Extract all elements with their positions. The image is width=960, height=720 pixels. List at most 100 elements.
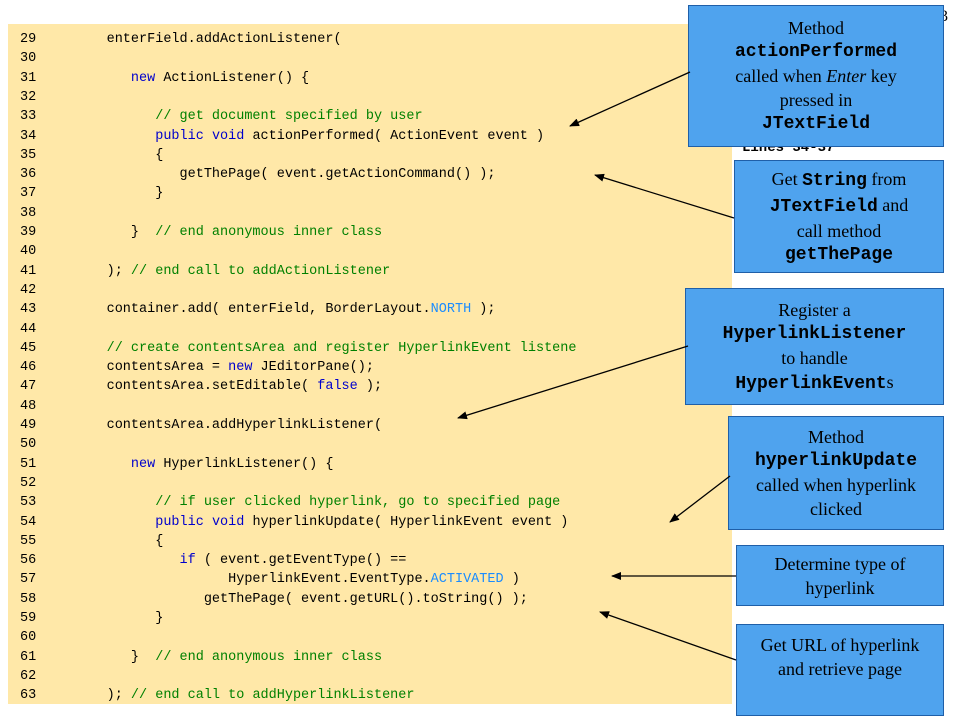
code-text [58,341,107,356]
line-number: 62 [20,668,37,684]
code-text: HyperlinkListener() { [155,456,334,472]
callout-text: JTextField and [769,194,909,217]
code-text: } [58,611,164,626]
code-text: getThePage( event.getURL().toString() ); [58,591,528,607]
callout-text: Method [788,18,844,38]
code-line: 62 [8,667,58,686]
line-number: 40 [20,244,37,260]
code-line: 30 [8,49,58,68]
code-text: { [58,533,164,549]
code-text: } [58,186,164,202]
code-line: 33 // get document specified by user [8,107,423,126]
line-number: 41 [20,263,37,279]
code-keyword: public [155,128,204,144]
code-line: 45 // create contentsArea and register H… [8,339,577,358]
line-number: 60 [20,630,37,646]
code-line: 43 container.add( enterField, BorderLayo… [8,300,496,319]
code-line: 34 public void actionPerformed( ActionEv… [8,127,544,146]
code-keyword: false [317,379,358,395]
line-number: 61 [20,649,37,665]
line-number: 54 [20,514,37,530]
code-comment: // end anonymous inner class [155,225,383,240]
line-number: 42 [20,282,37,298]
callout-text: hyperlinkUpdate [754,451,918,471]
line-number: 47 [20,379,37,395]
code-text [58,109,155,124]
code-line: 37 } [8,184,163,203]
code-line: 58 getThePage( event.getURL().toString()… [8,590,528,609]
code-line: 40 [8,242,58,261]
code-text: enterField.addActionListener( [58,32,342,47]
callout-text: actionPerformed [734,42,898,62]
code-line: 47 contentsArea.setEditable( false ); [8,377,382,396]
line-number: 57 [20,572,37,588]
code-line: 44 [8,320,58,339]
code-text [204,515,212,530]
code-line: 41 ); // end call to addActionListener [8,262,390,281]
line-number: 52 [20,475,37,491]
code-text [204,129,212,144]
code-line: 36 getThePage( event.getActionCommand() … [8,165,495,184]
line-number: 37 [20,186,37,202]
code-text: } [58,649,156,665]
line-number: 33 [20,109,37,125]
line-number: 48 [20,398,37,414]
callout-text: hyperlink [805,577,875,598]
code-line: 42 [8,281,58,300]
line-number: 63 [20,688,37,704]
callout-text: and retrieve page [778,659,902,679]
line-number: 49 [20,418,37,433]
callout-text: pressed in [779,90,853,110]
code-text: contentsArea.addHyperlinkListener( [58,418,383,433]
code-text: contentsArea.setEditable( [58,379,318,395]
line-number: 45 [20,340,37,356]
code-text: ActionListener() { [155,70,310,86]
code-text: HyperlinkEvent.EventType. [58,572,431,588]
code-text [58,515,155,530]
code-text: container.add( enterField, BorderLayout. [58,302,431,318]
code-comment: // end anonymous inner class [155,649,383,665]
code-keyword: public [155,514,204,530]
line-number: 50 [20,437,37,453]
line-number: 30 [20,51,37,67]
callout-register-hyperlink-listener: Register a HyperlinkListener to handle H… [685,288,944,405]
line-number: 43 [20,302,37,318]
code-text [58,457,131,472]
code-listing: 29 enterField.addActionListener( 30 31 new… [8,24,732,704]
code-keyword: new [130,70,156,86]
callout-text: call method [796,220,882,241]
line-number: 32 [20,89,37,105]
callout-text: called when hyperlink [756,475,916,495]
code-text [58,129,155,144]
code-constant: ACTIVATED [430,572,504,588]
code-line: 61 } // end anonymous inner class [8,648,382,667]
code-text: ( event.getEventType() == [195,553,407,569]
code-line: 29 enterField.addActionListener( [8,30,342,49]
callout-get-url: Get URL of hyperlink and retrieve page [736,624,944,716]
code-text: contentsArea = [58,360,229,376]
code-text [58,71,131,86]
code-line: 60 [8,628,58,647]
callout-text: Register a [778,299,851,320]
code-text [58,495,155,510]
line-number: 46 [20,360,37,376]
code-line: 55 { [8,532,163,551]
code-line: 31 new ActionListener() { [8,69,309,88]
callout-text: Get String from [771,168,907,191]
callout-determine-type: Determine type of hyperlink [736,545,944,606]
line-number: 38 [20,205,37,221]
code-line: 63 ); // end call to addHyperlinkListene… [8,686,414,705]
line-number: 59 [20,611,37,626]
code-line: 52 [8,474,58,493]
code-line: 59 } [8,609,163,628]
code-constant: NORTH [430,302,472,318]
line-number: 55 [20,533,37,549]
line-number: 44 [20,321,37,337]
line-number: 51 [20,456,37,472]
callout-text: JTextField [761,114,871,134]
code-line: 39 } // end anonymous inner class [8,223,382,242]
code-keyword: new [228,360,253,376]
code-line: 46 contentsArea = new JEditorPane(); [8,358,374,377]
line-number: 53 [20,495,37,511]
callout-text: to handle [781,347,848,368]
